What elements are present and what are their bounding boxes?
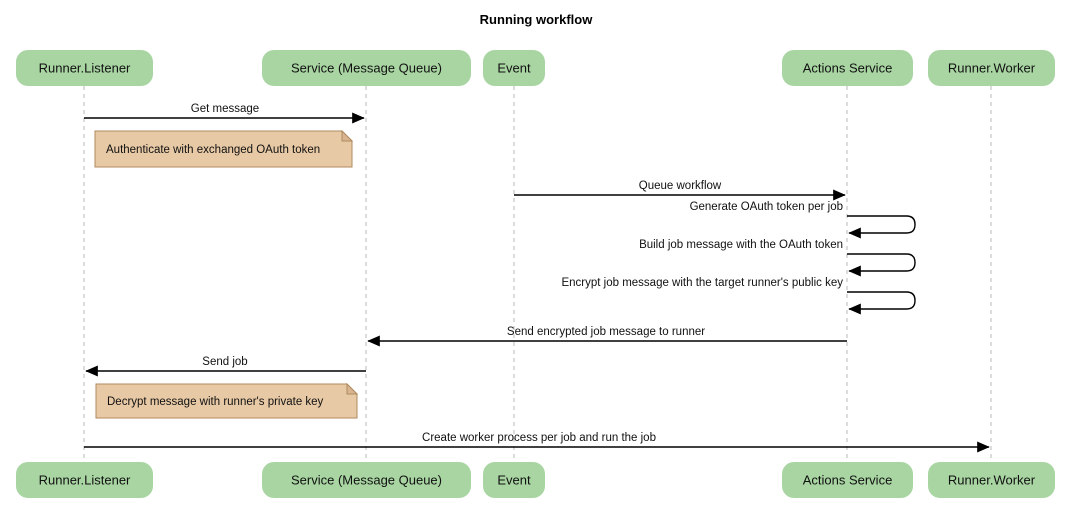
participant-actions-service-footer[interactable]: Actions Service	[782, 462, 913, 498]
message-send-job: Send job	[85, 356, 366, 377]
participant-label: Event	[497, 60, 531, 75]
message-build-job-message-with-the-oauth-token: Build job message with the OAuth token	[639, 239, 916, 277]
message-get-message: Get message	[84, 103, 365, 124]
message-label: Create worker process per job and run th…	[422, 432, 656, 444]
self-call-path	[847, 215, 916, 239]
note-fold-corner-icon	[341, 129, 354, 142]
participant-runner-worker-header[interactable]: Runner.Worker	[928, 50, 1055, 86]
message-generate-oauth-token-per-job: Generate OAuth token per job	[690, 201, 916, 239]
participant-actions-service-header[interactable]: Actions Service	[782, 50, 913, 86]
participant-label: Service (Message Queue)	[291, 60, 442, 75]
participant-label: Runner.Listener	[39, 472, 131, 487]
message-label: Build job message with the OAuth token	[639, 239, 843, 251]
participant-box	[262, 50, 471, 86]
lifelines-group	[83, 86, 992, 462]
participant-box	[928, 462, 1055, 498]
participant-box	[483, 50, 545, 86]
participant-event-header[interactable]: Event	[483, 50, 545, 86]
participant-runner-worker-footer[interactable]: Runner.Worker	[928, 462, 1055, 498]
note-decrypt-message-with-runners-private-key: Decrypt message with runner's private ke…	[95, 382, 359, 419]
participant-box	[782, 50, 913, 86]
participant-event-footer[interactable]: Event	[483, 462, 545, 498]
message-send-encrypted-job-message-to-runner: Send encrypted job message to runner	[367, 326, 847, 347]
note-label: Authenticate with exchanged OAuth token	[106, 144, 320, 156]
participant-label: Runner.Worker	[948, 60, 1036, 75]
message-label: Send job	[202, 356, 247, 368]
note-body	[94, 130, 353, 168]
note-fold-corner-icon	[346, 382, 359, 395]
participant-box	[928, 50, 1055, 86]
note-authenticate-with-exchanged-oauth-token: Authenticate with exchanged OAuth token	[94, 129, 354, 168]
participant-box	[483, 462, 545, 498]
message-label: Generate OAuth token per job	[690, 201, 843, 213]
notes-group: Authenticate with exchanged OAuth tokenD…	[94, 129, 359, 419]
participant-service-message-queue-header[interactable]: Service (Message Queue)	[262, 50, 471, 86]
note-label: Decrypt message with runner's private ke…	[107, 396, 324, 408]
participant-box	[16, 462, 153, 498]
participant-label: Actions Service	[803, 60, 893, 75]
message-encrypt-job-message-with-the-target-runners-public-key: Encrypt job message with the target runn…	[561, 277, 916, 315]
participant-runner-listener-header[interactable]: Runner.Listener	[16, 50, 153, 86]
participant-box	[262, 462, 471, 498]
self-call-path	[847, 253, 916, 277]
participant-label: Runner.Worker	[948, 472, 1036, 487]
participant-box	[16, 50, 153, 86]
participant-box	[782, 462, 913, 498]
message-create-worker-process-per-job-and-run-the-job: Create worker process per job and run th…	[84, 432, 990, 453]
participant-service-message-queue-footer[interactable]: Service (Message Queue)	[262, 462, 471, 498]
message-label: Encrypt job message with the target runn…	[561, 277, 843, 289]
message-label: Get message	[191, 103, 259, 115]
message-label: Send encrypted job message to runner	[507, 326, 705, 338]
participant-label: Event	[497, 472, 531, 487]
page-title: Running workflow	[480, 12, 594, 27]
participant-runner-listener-footer[interactable]: Runner.Listener	[16, 462, 153, 498]
message-label: Queue workflow	[639, 180, 722, 192]
message-queue-workflow: Queue workflow	[514, 180, 846, 201]
participant-label: Runner.Listener	[39, 60, 131, 75]
note-body	[95, 383, 358, 419]
participant-label: Actions Service	[803, 472, 893, 487]
participant-label: Service (Message Queue)	[291, 472, 442, 487]
self-call-path	[847, 291, 916, 315]
